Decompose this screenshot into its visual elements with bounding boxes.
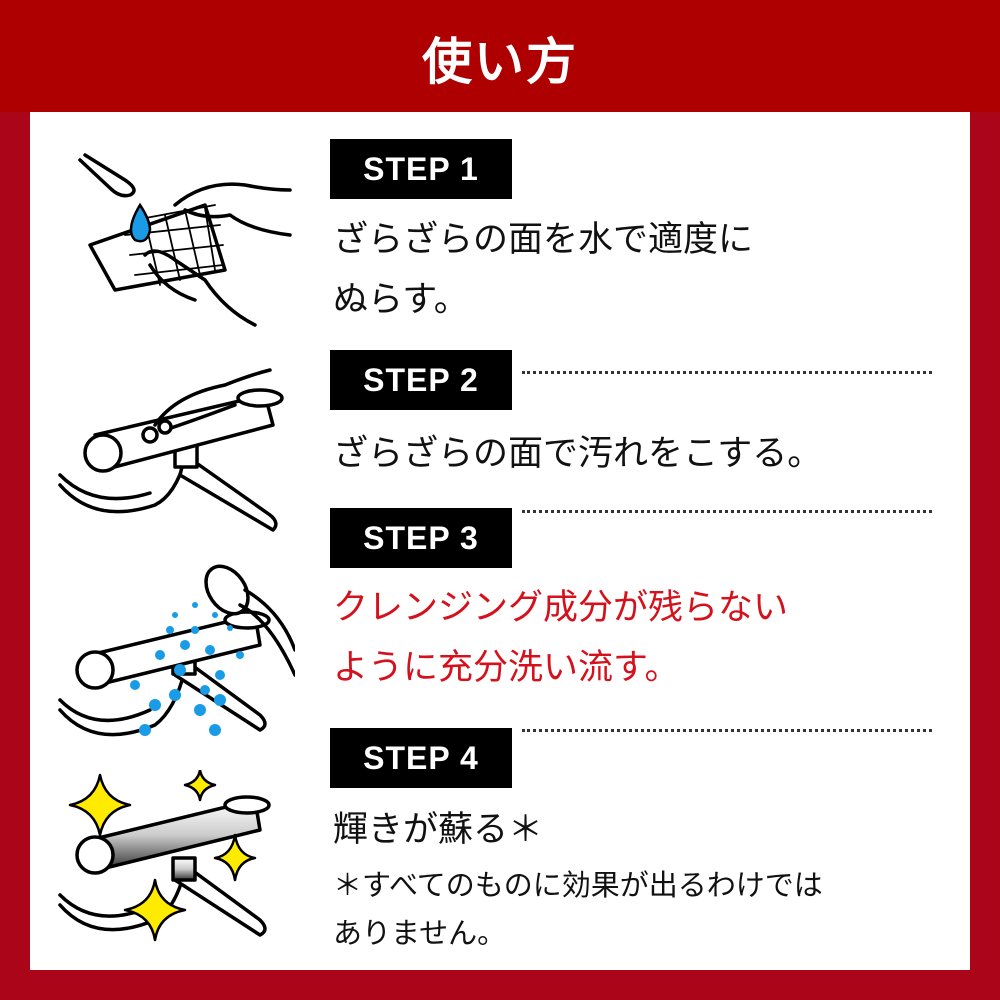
step-1-badge: STEP 1: [330, 139, 512, 199]
step-4-note-1: ＊すべてのものに効果が出るわけでは: [333, 868, 823, 902]
step-3-badge: STEP 3: [330, 508, 512, 568]
step-2-badge: STEP 2: [330, 350, 512, 410]
shiny-faucet-illustration: [58, 770, 271, 942]
wet-sponge-illustration: [78, 153, 292, 327]
divider: [522, 729, 932, 732]
step-3-line-1: クレンジング成分が残らない: [333, 588, 789, 628]
step-3-line-2: ように充分洗い流す。: [333, 648, 680, 688]
step-1-line-1: ざらざらの面を水で適度に: [333, 220, 754, 260]
scrub-faucet-illustration: [58, 368, 284, 532]
divider: [522, 510, 932, 513]
rinse-shower-illustration: [58, 564, 295, 737]
step-4-badge: STEP 4: [330, 728, 512, 788]
header-banner: [0, 0, 1000, 112]
divider: [522, 371, 932, 374]
page-title: 使い方: [422, 33, 578, 91]
step-4-line-1: 輝きが蘇る＊: [333, 810, 544, 850]
step-2-line-1: ざらざらの面で汚れをこする。: [333, 434, 823, 474]
step-1-line-2: ぬらす。: [333, 280, 469, 320]
step-4-note-2: ありません。: [333, 916, 507, 950]
